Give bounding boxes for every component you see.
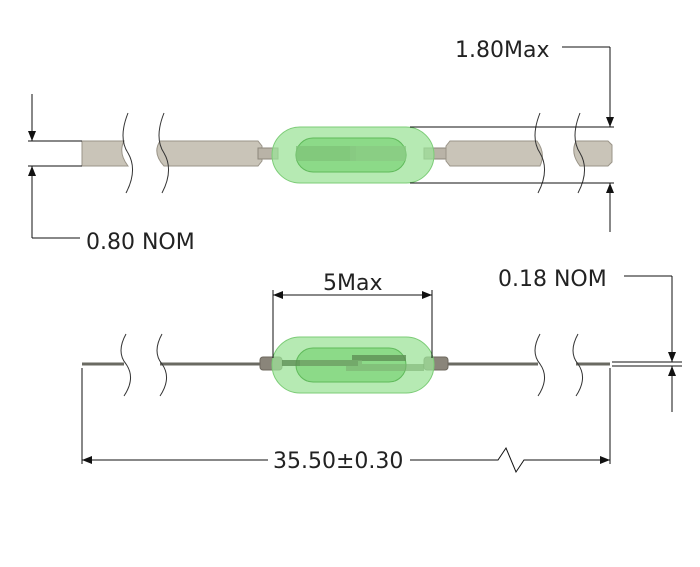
break-line bbox=[120, 333, 131, 397]
break-line bbox=[534, 333, 545, 397]
break-line bbox=[158, 112, 169, 194]
dimension-break-line bbox=[410, 446, 610, 474]
wire-diameter-label: 0.18 NOM bbox=[498, 267, 607, 292]
left-flat-lead bbox=[81, 140, 130, 167]
top-reed-left bbox=[296, 146, 356, 161]
top-reed-right bbox=[350, 146, 406, 161]
thickness-label: 0.80 NOM bbox=[86, 230, 195, 255]
right-flat-lead-mid bbox=[445, 140, 543, 167]
top-view: 0.80 NOM 1.80Max bbox=[28, 38, 614, 255]
left-flat-lead-mid bbox=[156, 140, 263, 167]
break-line bbox=[156, 333, 167, 397]
side-view: 5Max 0.18 NOM 35.50±0.30 bbox=[81, 267, 682, 474]
right-flat-lead bbox=[573, 140, 613, 167]
overall-length-label: 35.50±0.30 bbox=[273, 449, 403, 474]
glass-length-label: 5Max bbox=[323, 271, 382, 296]
break-line bbox=[122, 112, 133, 194]
break-line bbox=[572, 333, 583, 397]
glass-diameter-label: 1.80Max bbox=[455, 38, 549, 63]
side-reed-right bbox=[300, 360, 424, 371]
